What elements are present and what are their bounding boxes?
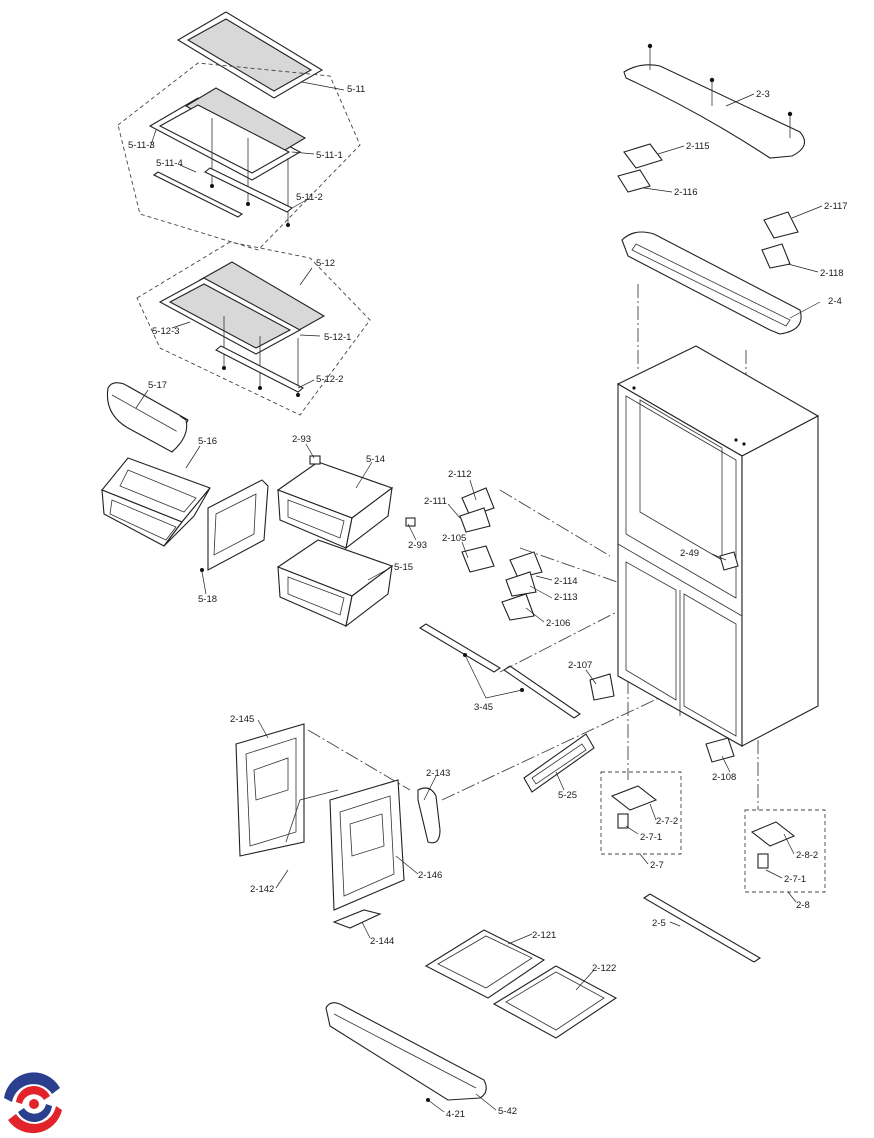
hinge-brackets-middle [459,487,615,701]
label-2-3: 2-3 [756,89,770,100]
label-2-7: 2-7 [650,860,664,871]
label-2-145: 2-145 [230,714,254,725]
label-5-12-3: 5-12-3 [152,326,179,337]
label-2-121: 2-121 [532,930,556,941]
label-4-21: 4-21 [446,1109,465,1120]
label-2-93-bottom: 2-93 [408,540,427,551]
hinge-box-2-7 [600,771,682,855]
label-2-117: 2-117 [824,201,848,212]
label-5-11-2: 5-11-2 [296,192,323,203]
label-2-144: 2-144 [370,936,394,947]
cabinet-body [616,345,820,763]
label-2-8: 2-8 [796,900,810,911]
label-5-14: 5-14 [366,454,385,465]
label-2-106: 2-106 [546,618,570,629]
label-5-11-1: 5-11-1 [316,150,343,161]
label-5-15: 5-15 [394,562,413,573]
label-3-45: 3-45 [474,702,493,713]
label-2-114: 2-114 [554,576,578,587]
label-2-111: 2-111 [424,496,447,507]
label-2-8-1: 2-7-1 [784,874,806,885]
door-parts [235,723,441,929]
floor-shelves [424,929,618,1039]
label-2-7-2: 2-7-2 [656,816,678,827]
strips-3-45 [418,623,581,719]
label-2-118: 2-118 [820,268,844,279]
leader-lines [135,81,823,1113]
label-2-115: 2-115 [686,141,710,152]
rail-5-25 [523,733,595,793]
shelf-assembly-5-12 [136,241,371,416]
label-2-7-1: 2-7-1 [640,832,662,843]
label-5-42: 5-42 [498,1106,517,1117]
label-5-16: 5-16 [198,436,217,447]
drawers-5-14-5-15 [276,455,416,628]
label-2-108: 2-108 [712,772,736,783]
label-5-11: 5-11 [347,84,365,95]
label-5-25: 5-25 [558,790,577,801]
label-5-18: 5-18 [198,594,217,605]
label-5-11-4: 5-11-4 [156,158,183,169]
base-cover-5-42 [325,1002,487,1102]
top-cover-assembly [617,43,806,335]
label-2-93-top: 2-93 [292,434,311,445]
label-2-5: 2-5 [652,918,666,929]
label-2-142: 2-142 [250,884,274,895]
label-2-107: 2-107 [568,660,592,671]
label-2-116: 2-116 [674,187,698,198]
label-5-12-1: 5-12-1 [324,332,351,343]
label-5-12: 5-12 [316,258,335,269]
label-2-143: 2-143 [426,768,450,779]
hinge-box-2-8 [744,809,826,893]
swirl-logo-icon [1,1071,67,1137]
label-2-113: 2-113 [554,592,578,603]
bar-2-5 [642,893,762,963]
label-2-4: 2-4 [828,296,842,307]
label-5-12-2: 5-12-2 [316,374,343,385]
label-2-105: 2-105 [442,533,466,544]
part-labels: 5-11 5-11-1 5-11-3 5-11-4 5-11-2 5-12 5-… [128,84,848,1120]
label-2-8-2: 2-8-2 [796,850,818,861]
shelf-assembly-5-11 [117,11,361,251]
crisper-parts [101,382,269,572]
label-2-49: 2-49 [680,548,699,559]
label-2-146: 2-146 [418,870,442,881]
label-2-112: 2-112 [448,469,472,480]
label-2-122: 2-122 [592,963,616,974]
label-5-11-3: 5-11-3 [128,140,155,151]
label-5-17: 5-17 [148,380,167,391]
